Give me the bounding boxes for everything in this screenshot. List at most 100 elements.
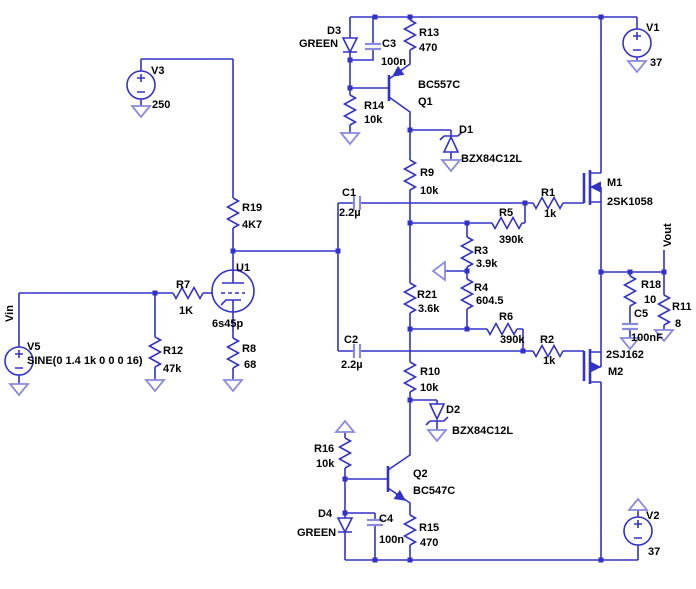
label-R15-name[interactable]: R15: [419, 522, 439, 534]
resistor-R10[interactable]: [403, 361, 417, 393]
label-C2-name[interactable]: C2: [344, 334, 358, 346]
ground-flag[interactable]: [9, 383, 29, 396]
label-Q1-name[interactable]: Q1: [418, 96, 433, 108]
label-R14-name[interactable]: R14: [364, 100, 385, 112]
transistor-Q2[interactable]: [386, 466, 406, 501]
label-R18-value[interactable]: 10: [644, 294, 656, 306]
label-R18-name[interactable]: R18: [641, 279, 661, 291]
label-R15-value[interactable]: 470: [420, 537, 438, 549]
net-label-vout[interactable]: Vout: [662, 223, 674, 247]
label-U1-value[interactable]: 6s45p: [212, 318, 243, 330]
resistor-R1[interactable]: [532, 196, 564, 210]
label-D1-name[interactable]: D1: [459, 124, 473, 136]
label-Q2-value[interactable]: BC547C: [413, 485, 455, 497]
resistor-R15[interactable]: [403, 514, 417, 546]
ground-flag-up[interactable]: [628, 498, 648, 511]
label-R9-value[interactable]: 10k: [420, 185, 439, 197]
resistor-R19[interactable]: [226, 197, 240, 229]
resistor-R4[interactable]: [460, 278, 474, 310]
label-R4-name[interactable]: R4: [474, 282, 489, 294]
label-R16-value[interactable]: 10k: [316, 458, 335, 470]
zener-diode-D2[interactable]: [425, 403, 449, 426]
label-R8-name[interactable]: R8: [242, 343, 256, 355]
label-Q2-name[interactable]: Q2: [413, 468, 428, 480]
label-D2-value[interactable]: BZX84C12L: [452, 425, 513, 437]
resistor-R14[interactable]: [343, 94, 357, 126]
label-V3-name[interactable]: V3: [151, 65, 164, 77]
triode-U1[interactable]: [211, 269, 255, 313]
label-R9-name[interactable]: R9: [420, 167, 434, 179]
label-R10-name[interactable]: R10: [420, 366, 440, 378]
label-C5-value[interactable]: 100nF: [631, 332, 663, 344]
label-R7-value[interactable]: 1K: [179, 305, 193, 317]
label-V2-name[interactable]: V2: [646, 510, 659, 522]
label-R5-name[interactable]: R5: [499, 207, 513, 219]
label-R10-value[interactable]: 10k: [420, 382, 439, 394]
resistor-R5[interactable]: [491, 216, 523, 230]
resistor-R12[interactable]: [148, 336, 162, 368]
ground-flag[interactable]: [340, 132, 360, 145]
resistor-R16[interactable]: [338, 437, 352, 469]
zener-diode-D1[interactable]: [439, 131, 463, 153]
capacitor-C3[interactable]: [363, 42, 383, 51]
resistor-R3[interactable]: [460, 236, 474, 268]
label-C3-name[interactable]: C3: [382, 38, 396, 50]
label-V3-value[interactable]: 250: [152, 99, 170, 111]
label-C1-name[interactable]: C1: [342, 187, 356, 199]
resistor-R13[interactable]: [403, 19, 417, 51]
label-R6-name[interactable]: R6: [499, 311, 513, 323]
resistor-R21[interactable]: [403, 282, 417, 314]
label-R13-value[interactable]: 470: [419, 42, 437, 54]
label-C4-name[interactable]: C4: [379, 513, 394, 525]
net-label-vin[interactable]: Vin: [4, 305, 16, 322]
transistor-Q1[interactable]: [387, 65, 405, 101]
label-Q1-value[interactable]: BC557C: [418, 79, 460, 91]
label-D3-name[interactable]: D3: [327, 25, 341, 37]
label-R3-value[interactable]: 3.9k: [476, 258, 498, 270]
label-R12-name[interactable]: R12: [163, 345, 183, 357]
ground-flag[interactable]: [223, 379, 243, 392]
ground-flag[interactable]: [145, 379, 165, 392]
label-C1-value[interactable]: 2.2µ: [339, 207, 361, 219]
label-R11-value[interactable]: 8: [675, 318, 681, 330]
label-C3-value[interactable]: 100n: [381, 56, 406, 68]
label-R1-name[interactable]: R1: [541, 187, 555, 199]
capacitor-C2[interactable]: [352, 342, 362, 360]
label-R3-name[interactable]: R3: [474, 245, 488, 257]
label-R7-name[interactable]: R7: [176, 279, 190, 291]
label-R21-value[interactable]: 3.6k: [418, 303, 440, 315]
label-D3-value[interactable]: GREEN: [299, 38, 338, 50]
ground-flag[interactable]: [427, 429, 447, 442]
label-R19-name[interactable]: R19: [242, 202, 262, 214]
label-V1-name[interactable]: V1: [646, 22, 659, 34]
label-R12-value[interactable]: 47k: [163, 363, 182, 375]
wires[interactable]: [18, 16, 665, 561]
label-D2-name[interactable]: D2: [446, 404, 460, 416]
label-V2-value[interactable]: 37: [648, 546, 660, 558]
label-R13-name[interactable]: R13: [419, 27, 439, 39]
label-R16-name[interactable]: R16: [314, 443, 334, 455]
label-R1-value[interactable]: 1k: [544, 208, 557, 220]
resistor-R11[interactable]: [657, 294, 671, 326]
label-V1-value[interactable]: 37: [650, 57, 662, 69]
mosfet-M1[interactable]: [582, 170, 602, 205]
label-R4-value[interactable]: 604.5: [476, 295, 504, 307]
label-C5-name[interactable]: C5: [634, 308, 648, 320]
label-M1-name[interactable]: M1: [607, 177, 622, 189]
label-R2-name[interactable]: R2: [540, 334, 554, 346]
ground-flag-up[interactable]: [335, 420, 355, 433]
ground-flag[interactable]: [131, 105, 151, 118]
resistor-R18[interactable]: [623, 275, 637, 307]
label-R14-value[interactable]: 10k: [364, 114, 383, 126]
label-R8-value[interactable]: 68: [244, 359, 256, 371]
resistor-R9[interactable]: [403, 159, 417, 191]
resistor-R8[interactable]: [226, 337, 240, 369]
label-R6-value[interactable]: 390k: [500, 334, 525, 346]
label-D4-value[interactable]: GREEN: [297, 527, 336, 539]
label-D4-name[interactable]: D4: [318, 508, 333, 520]
ground-flag[interactable]: [627, 60, 647, 73]
ground-flag-left[interactable]: [432, 261, 446, 281]
label-R5-value[interactable]: 390k: [499, 234, 524, 246]
ground-flag[interactable]: [441, 159, 461, 172]
mosfet-M2[interactable]: [582, 349, 602, 384]
